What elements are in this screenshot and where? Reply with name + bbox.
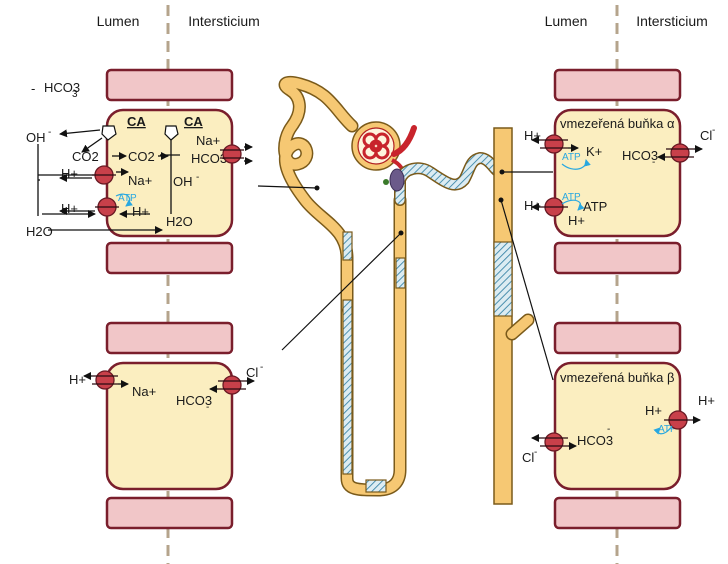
atp-text: ATP [583,199,607,214]
header-intersticium-right: Intersticium [636,13,708,29]
atp-label-2: ATP [562,192,581,203]
svg-text:-: - [48,127,51,138]
header-lumen-right: Lumen [545,13,588,29]
co2-label-mid: CO2 [128,149,155,164]
na-mid-label: Na+ [128,173,152,188]
atp-label: ATP [562,152,581,163]
h-label-3: H+ [568,213,585,228]
hco3-label: HCO3 [176,393,212,408]
capillary-box [553,321,682,355]
na-label: Na+ [132,384,156,399]
h-mid-label: H+ [132,204,149,219]
h2o-mid-label: H2O [166,214,193,229]
svg-text:-: - [196,172,199,183]
header-lumen-left: Lumen [97,13,140,29]
na-right-label: Na+ [196,133,220,148]
capillary-box [105,321,234,355]
proximal-cell-contents: - HCO3 3 CA CA OH - CO2 CO2 Na+ HCO3 OH … [26,80,253,239]
beta-cell-contents: vmezeřená buňka β H+ H+ ATP HCO3 - Cl - [522,370,715,465]
h-left-1-label: H+ [61,166,78,181]
capillary-box [553,241,682,275]
svg-text:-: - [607,424,610,435]
hco3-right-label: HCO3 [191,151,227,166]
hco3-label: HCO3 [622,148,658,163]
cl-label: Cl [522,450,534,465]
alpha-cell-contents: vmezeřená buňka α H+ K+ ATP HCO3 - Cl - … [524,116,715,228]
svg-text:-: - [652,157,655,168]
ca-label-right: CA [184,114,203,129]
intercalated-cell-alpha [553,108,682,238]
capillary-box [553,68,682,102]
atp-label: ATP [658,424,677,435]
symporter-na-hco3 [222,144,242,164]
svg-text:3: 3 [72,89,78,100]
pointer-lines [257,169,554,381]
antiporter-na-h [95,370,115,390]
antiporter-cl-hco3 [670,143,690,163]
k-label: K+ [586,144,602,159]
cl-label: Cl [700,128,712,143]
h2o-left-label: H2O [26,224,53,239]
h-label: H+ [69,372,86,387]
oh-label: OH [26,130,46,145]
capillary-box [105,496,234,530]
carbonic-anhydrase-icon [101,125,117,141]
svg-text:-: - [260,362,263,373]
header-intersticium-left: Intersticium [188,13,260,29]
distal-tubule-cell [105,361,234,491]
antiporter-cl-hco3 [544,432,564,452]
hco3-label: HCO3 [577,433,613,448]
svg-text:-: - [712,125,715,136]
h-in-label: H+ [645,403,662,418]
antiporter-cl-hco3 [222,375,242,395]
capillary-box [553,496,682,530]
nephron [278,75,535,505]
svg-text:-: - [31,81,35,96]
atp-label: ATP [118,193,137,204]
distal-cell-contents: H+ Na+ HCO3 - Cl - [69,362,263,413]
cl-label: Cl [246,365,258,380]
h-out-label: H+ [698,393,715,408]
ca-label-left: CA [127,114,146,129]
svg-text:-: - [534,447,537,458]
alpha-cell-title: vmezeřená buňka α [560,116,675,131]
capillary-box [105,241,234,275]
capillary-box [105,68,234,102]
beta-cell-title: vmezeřená buňka β [560,370,674,385]
carbonic-anhydrase-icon [164,125,179,141]
h-label-2: H+ [524,198,541,213]
svg-text:-: - [206,402,209,413]
oh-mid-label: OH [173,174,193,189]
h-label: H+ [524,128,541,143]
h-k-atpase [544,134,564,154]
co2-label-left: CO2 [72,149,99,164]
hco3-label: HCO3 [44,80,80,95]
